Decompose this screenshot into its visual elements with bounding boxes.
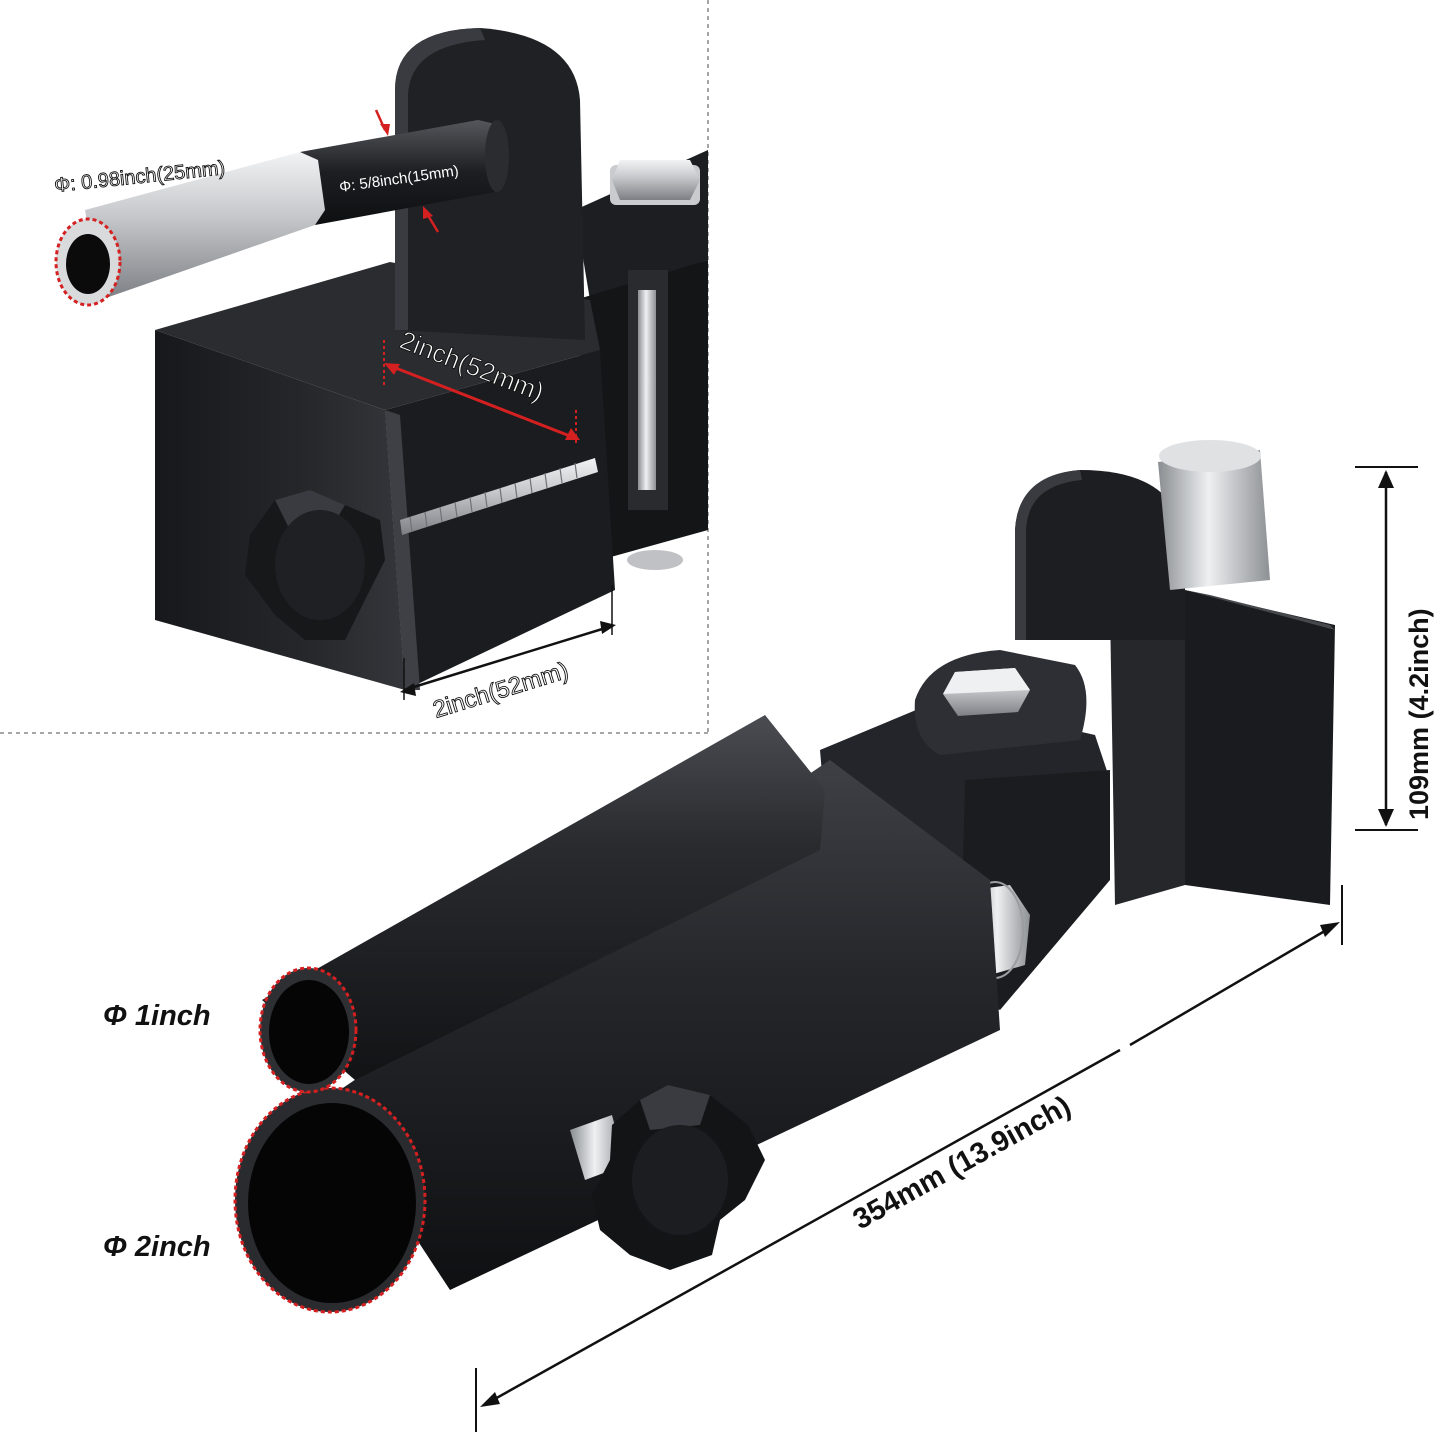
main-product bbox=[233, 440, 1335, 1314]
inset-panel: Φ: 0.98inch(25mm) Φ: 5/8inch(15mm) 2inch… bbox=[0, 0, 709, 734]
small-sleeve-label: Φ 1inch bbox=[103, 1000, 211, 1032]
large-sleeve-label: Φ 2inch bbox=[103, 1231, 211, 1263]
main-large-sleeve bbox=[233, 760, 1000, 1314]
outer-diameter-marker bbox=[54, 217, 122, 307]
main-top-hex-bolt bbox=[943, 668, 1030, 716]
small-sleeve-diameter-marker bbox=[258, 966, 358, 1094]
height-label: 109mm (4.2inch) bbox=[1404, 608, 1434, 820]
inset-pin-inner-bar bbox=[300, 120, 505, 225]
main-steel-pin bbox=[1158, 440, 1270, 590]
main-star-knob-icon bbox=[570, 1085, 765, 1270]
inset-pin-sleeve bbox=[85, 152, 325, 300]
main-dimension-lines bbox=[475, 466, 1418, 1432]
main-clamp-channel bbox=[1015, 470, 1335, 905]
large-sleeve-diameter-marker bbox=[233, 1086, 427, 1314]
main-upright-plate bbox=[1015, 470, 1185, 640]
inset-threaded-rod bbox=[400, 458, 598, 535]
length-label: 354mm (13.9inch) bbox=[848, 1090, 1076, 1236]
inset-swivel-pin bbox=[638, 290, 656, 490]
inset-pin bbox=[54, 120, 509, 307]
inset-dimension-lines bbox=[374, 109, 616, 700]
inset-swivel-bracket bbox=[575, 150, 708, 570]
inset-star-knob-icon bbox=[245, 490, 385, 640]
length-dimension-line-lower bbox=[483, 1048, 1121, 1407]
main-small-sleeve bbox=[258, 715, 825, 1094]
length-dimension-line-upper bbox=[1129, 923, 1336, 1047]
